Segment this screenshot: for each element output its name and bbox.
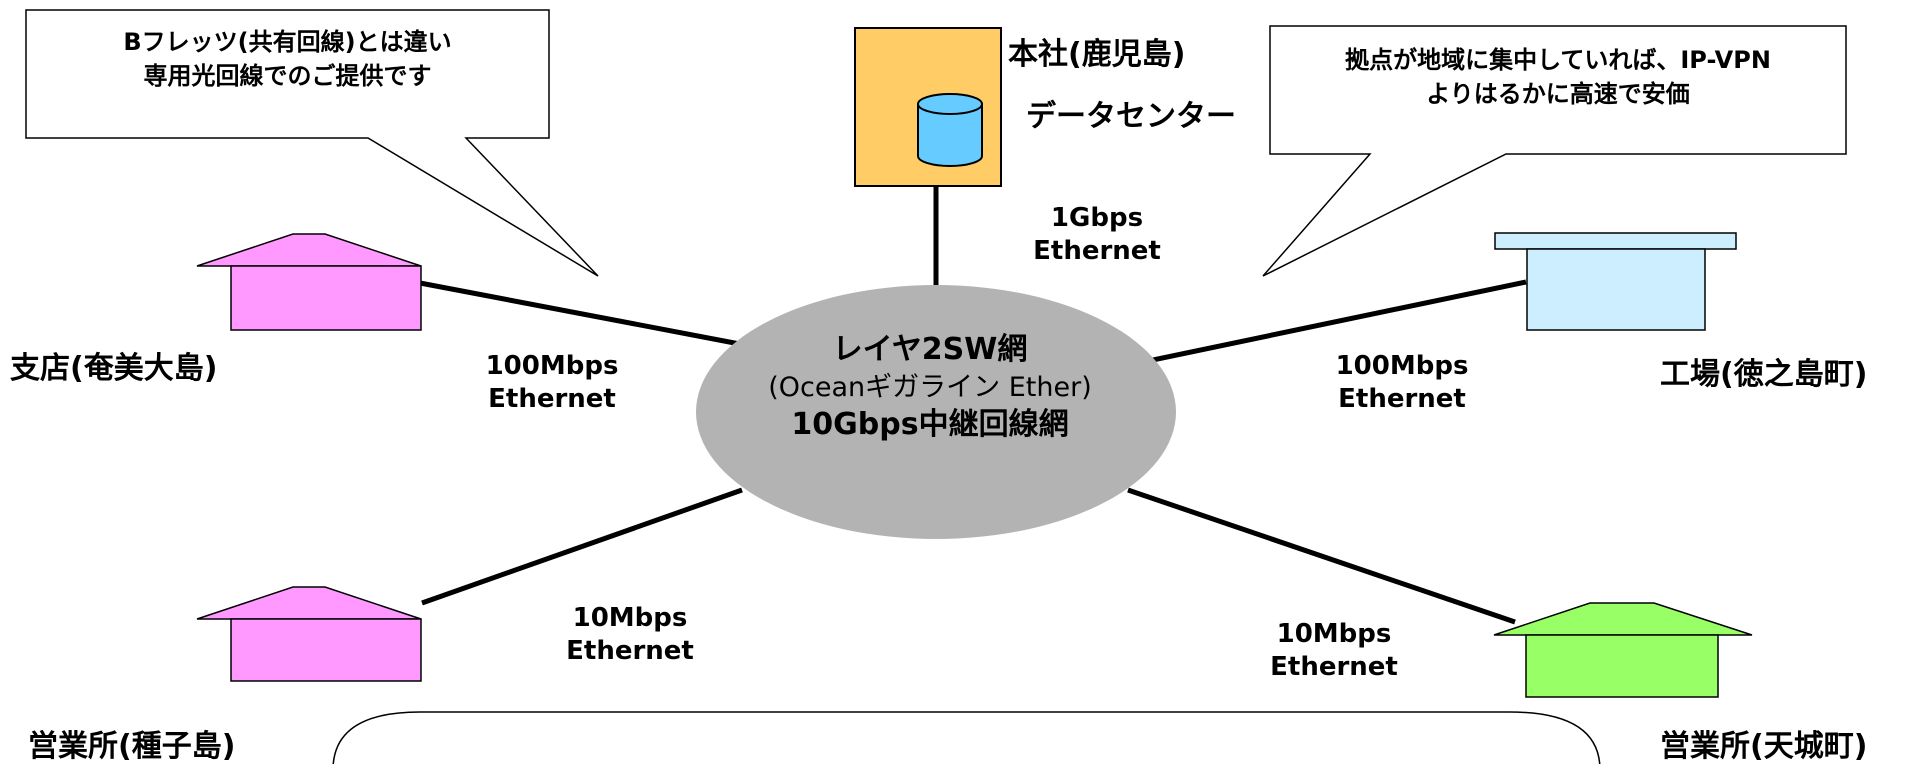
site-label-amami: 支店(奄美大島)	[10, 351, 218, 386]
callout-right-box	[1262, 25, 1847, 277]
cloud-label-line1: レイヤ2SW網	[832, 332, 1028, 367]
link-speed-hq: 1Gbps	[1050, 203, 1144, 233]
callout-left-box	[25, 9, 599, 277]
callout-right-line2: よりはるかに高速で安価	[1426, 79, 1690, 108]
callout-right-text: 拠点が地域に集中していれば、IP-VPN よりはるかに高速で安価	[1274, 44, 1842, 111]
branch-amami-building	[196, 233, 422, 331]
callout-left-text: Bフレッツ(共有回線)とは違い 専用光回線でのご提供です	[30, 26, 545, 93]
cloud-label-line3: 10Gbps中継回線網	[791, 407, 1069, 443]
site-label-amagi: 営業所(天城町)	[1660, 729, 1868, 764]
site-label-datacenter: データセンター	[1026, 99, 1236, 134]
link-line-tanegashima	[421, 487, 743, 606]
link-label-amami: 100Mbps Ethernet	[472, 350, 632, 415]
link-label-tanegashima: 10Mbps Ethernet	[560, 602, 700, 667]
cloud-label-line2: (Oceanギガライン Ether)	[768, 371, 1092, 403]
link-type-hq: Ethernet	[1033, 235, 1161, 266]
link-line-tokunoshima	[1142, 279, 1527, 365]
link-line-amagi	[1127, 487, 1516, 625]
callout-left-line2: 専用光回線でのご提供です	[143, 61, 432, 90]
link-speed-tanegashima: 10Mbps	[572, 603, 688, 633]
link-label-amagi: 10Mbps Ethernet	[1264, 618, 1404, 683]
link-type-amagi: Ethernet	[1270, 651, 1398, 682]
office-tanegashima-building	[196, 586, 422, 682]
note-box	[332, 711, 1601, 764]
database-icon	[917, 93, 983, 167]
site-label-hq: 本社(鹿児島)	[1008, 37, 1186, 72]
layer2-network-cloud	[696, 285, 1176, 539]
link-type-tanegashima: Ethernet	[566, 635, 694, 666]
link-label-tokunoshima: 100Mbps Ethernet	[1322, 350, 1482, 415]
link-line-amami	[419, 280, 746, 348]
factory-tokunoshima-building	[1494, 232, 1737, 331]
office-amagi-building	[1493, 602, 1753, 698]
link-speed-amagi: 10Mbps	[1276, 619, 1392, 649]
link-type-amami: Ethernet	[488, 383, 616, 414]
network-cloud-label: レイヤ2SW網 (Oceanギガライン Ether) 10Gbps中継回線網	[690, 330, 1170, 445]
callout-left-line1: Bフレッツ(共有回線)とは違い	[123, 28, 452, 56]
link-label-hq: 1Gbps Ethernet	[1022, 202, 1172, 267]
link-speed-tokunoshima: 100Mbps	[1335, 351, 1469, 381]
callout-right-line1: 拠点が地域に集中していれば、IP-VPN	[1345, 46, 1771, 74]
site-label-tanegashima: 営業所(種子島)	[28, 729, 236, 764]
site-label-tokunoshima: 工場(徳之島町)	[1660, 357, 1868, 392]
link-type-tokunoshima: Ethernet	[1338, 383, 1466, 414]
link-speed-amami: 100Mbps	[485, 351, 619, 381]
